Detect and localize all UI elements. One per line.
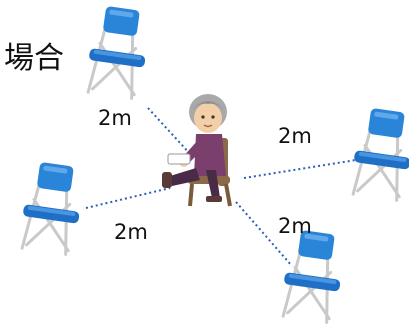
- heading-text: 場合: [4, 41, 64, 76]
- seated-elderly-person-icon: [162, 94, 232, 207]
- distance-lines: [85, 107, 357, 267]
- folding-chair-icon: [277, 227, 349, 325]
- line-right: [243, 159, 357, 179]
- distance-label-lower-left: 2m: [114, 220, 148, 244]
- folding-chair-icon: [82, 3, 154, 101]
- folding-chair-icon: [347, 105, 409, 203]
- distance-label-upper-left: 2m: [98, 106, 132, 130]
- distance-label-lower-right: 2m: [278, 214, 312, 238]
- distance-label-right: 2m: [278, 124, 312, 148]
- folding-chair-icon: [16, 159, 88, 257]
- line-lower-left: [85, 187, 171, 209]
- line-upper-left: [147, 107, 193, 157]
- line-lower-right: [235, 201, 293, 267]
